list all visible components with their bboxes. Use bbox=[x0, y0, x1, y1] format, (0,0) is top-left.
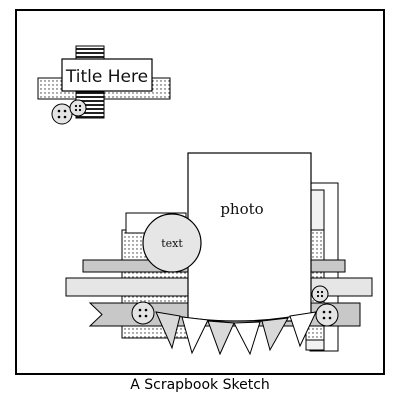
button-icon bbox=[69, 99, 87, 117]
button-icon bbox=[51, 103, 73, 125]
pennant-flag bbox=[181, 316, 209, 355]
pennant-flag bbox=[233, 321, 261, 356]
photo-box bbox=[187, 152, 312, 322]
pennant-flag bbox=[155, 311, 181, 350]
button-icon bbox=[131, 301, 155, 325]
pennant-flag bbox=[289, 311, 317, 348]
button-icon bbox=[315, 303, 339, 327]
photo-label: photo bbox=[220, 200, 263, 218]
title-striped-tab-top bbox=[75, 45, 105, 61]
text-circle bbox=[142, 213, 202, 273]
text-circle-label: text bbox=[161, 237, 183, 250]
pennant-flag bbox=[207, 320, 235, 356]
pennant-banner bbox=[155, 311, 317, 356]
button-icon bbox=[311, 285, 329, 303]
sketch-caption: A Scrapbook Sketch bbox=[130, 377, 270, 393]
title-text: Title Here bbox=[65, 67, 148, 87]
pennant-flag bbox=[261, 317, 289, 352]
title-box bbox=[61, 58, 153, 92]
